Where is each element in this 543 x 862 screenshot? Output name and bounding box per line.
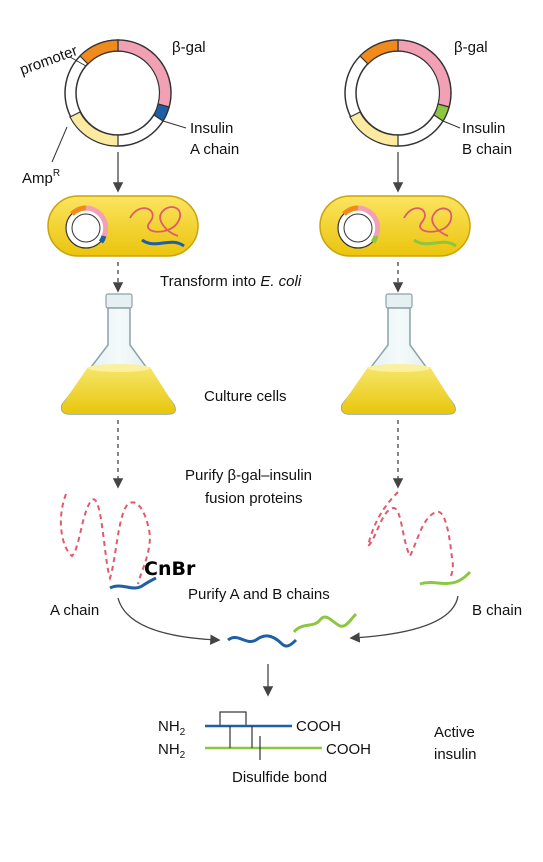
insulin-a-fragment	[109, 576, 157, 590]
purify-fusion-label-line2: fusion proteins	[205, 490, 303, 507]
plasmid-insulin-a	[51, 39, 187, 163]
promoter-segment	[79, 39, 119, 65]
promoter-label: promoter	[18, 42, 80, 79]
insulin-b-segment	[433, 103, 450, 122]
cnbr-label: CnBr	[144, 558, 196, 580]
insulin-b-label-line2: B chain	[462, 141, 512, 158]
nh2-top-label: NH2	[158, 718, 186, 738]
amp-segment	[349, 111, 399, 147]
disulfide-bond-label: Disulfide bond	[232, 769, 327, 786]
plasmid-insulin-b	[344, 39, 461, 147]
insulin-b-label-line1: Insulin	[462, 120, 505, 137]
insulin-a-label-line2: A chain	[190, 141, 239, 158]
insulin-a-label-line1: Insulin	[190, 120, 233, 137]
beta-gal-right-label: β-gal	[454, 39, 488, 56]
purified-b-chain	[292, 612, 358, 634]
active-insulin-label-line2: insulin	[434, 746, 477, 763]
promoter-segment	[359, 39, 399, 65]
b-chain-label: B chain	[472, 602, 522, 619]
active-insulin-structure	[205, 711, 322, 760]
nh2-bottom-label: NH2	[158, 741, 186, 761]
arrow-a-chain-to-purified	[117, 597, 221, 645]
active-insulin-label-line1: Active	[434, 724, 475, 741]
insulin-b-fragment	[419, 570, 472, 586]
cooh-top-label: COOH	[296, 718, 341, 735]
ecoli-cell-right	[319, 195, 471, 257]
fusion-protein-b	[366, 491, 454, 579]
cooh-bottom-label: COOH	[326, 741, 371, 758]
ecoli-cell-left	[47, 195, 199, 257]
insulin-a-segment	[153, 103, 170, 122]
purified-a-chain	[227, 634, 298, 648]
amp-label: AmpR	[22, 168, 60, 187]
culture-flask-right	[340, 293, 456, 415]
purify-ab-label: Purify A and B chains	[188, 586, 330, 603]
culture-flask-left	[60, 293, 176, 415]
transform-label: Transform into E. coli	[160, 273, 302, 290]
beta-gal-left-label: β-gal	[172, 39, 206, 56]
fusion-protein-a	[59, 493, 152, 585]
amp-segment	[69, 111, 119, 147]
purify-fusion-label-line1: Purify β-gal–insulin	[185, 467, 312, 484]
culture-cells-label: Culture cells	[204, 388, 287, 405]
a-chain-label: A chain	[50, 602, 99, 619]
arrow-b-chain-to-purified	[349, 595, 459, 643]
